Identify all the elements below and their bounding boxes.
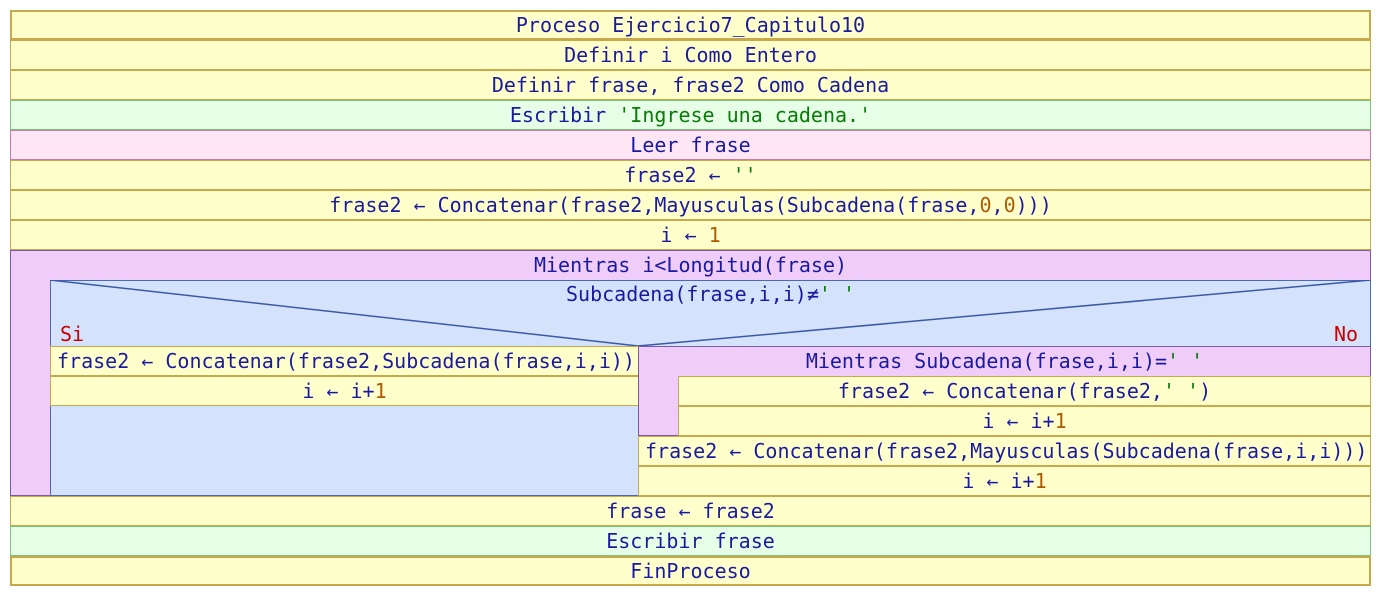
inner-mientras-header: Mientras Subcadena(frase,i,i)=' ' [638,346,1371,376]
si-label: Si [60,322,85,346]
fin-text: FinProceso [630,559,751,583]
fin-proceso: FinProceso [10,556,1371,586]
asignacion-frase2-vacia: frase2 ← '' [10,160,1371,190]
definir-frase-text: Definir frase, frase2 Como Cadena [491,73,890,97]
si-condition: Subcadena(frase,i,i)≠' ' [50,280,1371,308]
inner-increment: i ← i+1 [678,406,1371,436]
escribir-string: 'Ingrese una cadena.' [618,103,872,127]
asig2-left: frase2 ← Concatenar(frase2,Mayusculas(Su… [329,193,980,217]
tail-escribir-text: Escribir frase [606,529,775,553]
inner-inc-num: 1 [1054,409,1067,433]
si-concat: frase2 ← Concatenar(frase2,Subcadena(fra… [50,346,639,376]
tail-asig-text: frase ← frase2 [606,499,775,523]
mientras-text: Mientras i<Longitud(frase) [533,253,848,277]
asig2-num1: 0 [979,193,992,217]
escribir-keyword: Escribir [509,103,619,127]
inner-concat: frase2 ← Concatenar(frase2,' ') [678,376,1371,406]
asig2-close: ))) [1015,193,1052,217]
si-inc-num: 1 [374,379,387,403]
asig3-left: i ← [660,223,709,247]
asig3-num: 1 [708,223,721,247]
escribir-prompt: Escribir 'Ingrese una cadena.' [10,100,1371,130]
si-diagonal-right [637,280,1371,346]
si-condition-text: Subcadena(frase,i,i)≠ [566,282,819,306]
no-concat-text: frase2 ← Concatenar(frase2,Mayusculas(Su… [645,439,1368,463]
asig1-left: frase2 ← [624,163,733,187]
inner-concat-close: ) [1199,379,1212,403]
inner-inc-left: i ← i+ [982,409,1055,433]
inner-mientras-string: ' ' [1167,349,1204,373]
proceso-header: Proceso Ejercicio7_Capitulo10 [10,10,1371,40]
no-inc-num: 1 [1034,469,1047,493]
definir-frase: Definir frase, frase2 Como Cadena [10,70,1371,100]
inner-concat-string: ' ' [1162,379,1200,403]
si-condition-string: ' ' [818,282,855,306]
no-inc-left: i ← i+ [962,469,1035,493]
si-condition-diagonals [50,280,1371,346]
si-inc-left: i ← i+ [302,379,375,403]
proceso-keyword: Proceso [515,13,601,37]
inner-mientras-text: Mientras Subcadena(frase,i,i)= [805,349,1168,373]
leer-frase: Leer frase [10,130,1371,160]
asig2-comma: , [991,193,1004,217]
asig2-num2: 0 [1003,193,1016,217]
no-concat: frase2 ← Concatenar(frase2,Mayusculas(Su… [638,436,1371,466]
definir-i: Definir i Como Entero [10,40,1371,70]
si-increment: i ← i+1 [50,376,639,406]
asig1-string: '' [732,163,757,187]
si-diagonal-left [50,280,639,346]
asignacion-i: i ← 1 [10,220,1371,250]
asignacion-frase2-mayuscula: frase2 ← Concatenar(frase2,Mayusculas(Su… [10,190,1371,220]
leer-text: Leer frase [630,133,751,157]
inner-concat-left: frase2 ← Concatenar(frase2, [837,379,1163,403]
no-label: No [1334,322,1359,346]
definir-i-text: Definir i Como Entero [564,43,817,67]
escribir-frase: Escribir frase [10,526,1371,556]
no-increment: i ← i+1 [638,466,1371,496]
proceso-name: Ejercicio7_Capitulo10 [612,13,866,37]
si-concat-text: frase2 ← Concatenar(frase2,Subcadena(fra… [57,349,635,373]
mientras-header: Mientras i<Longitud(frase) [10,250,1371,280]
asignacion-frase: frase ← frase2 [10,496,1371,526]
